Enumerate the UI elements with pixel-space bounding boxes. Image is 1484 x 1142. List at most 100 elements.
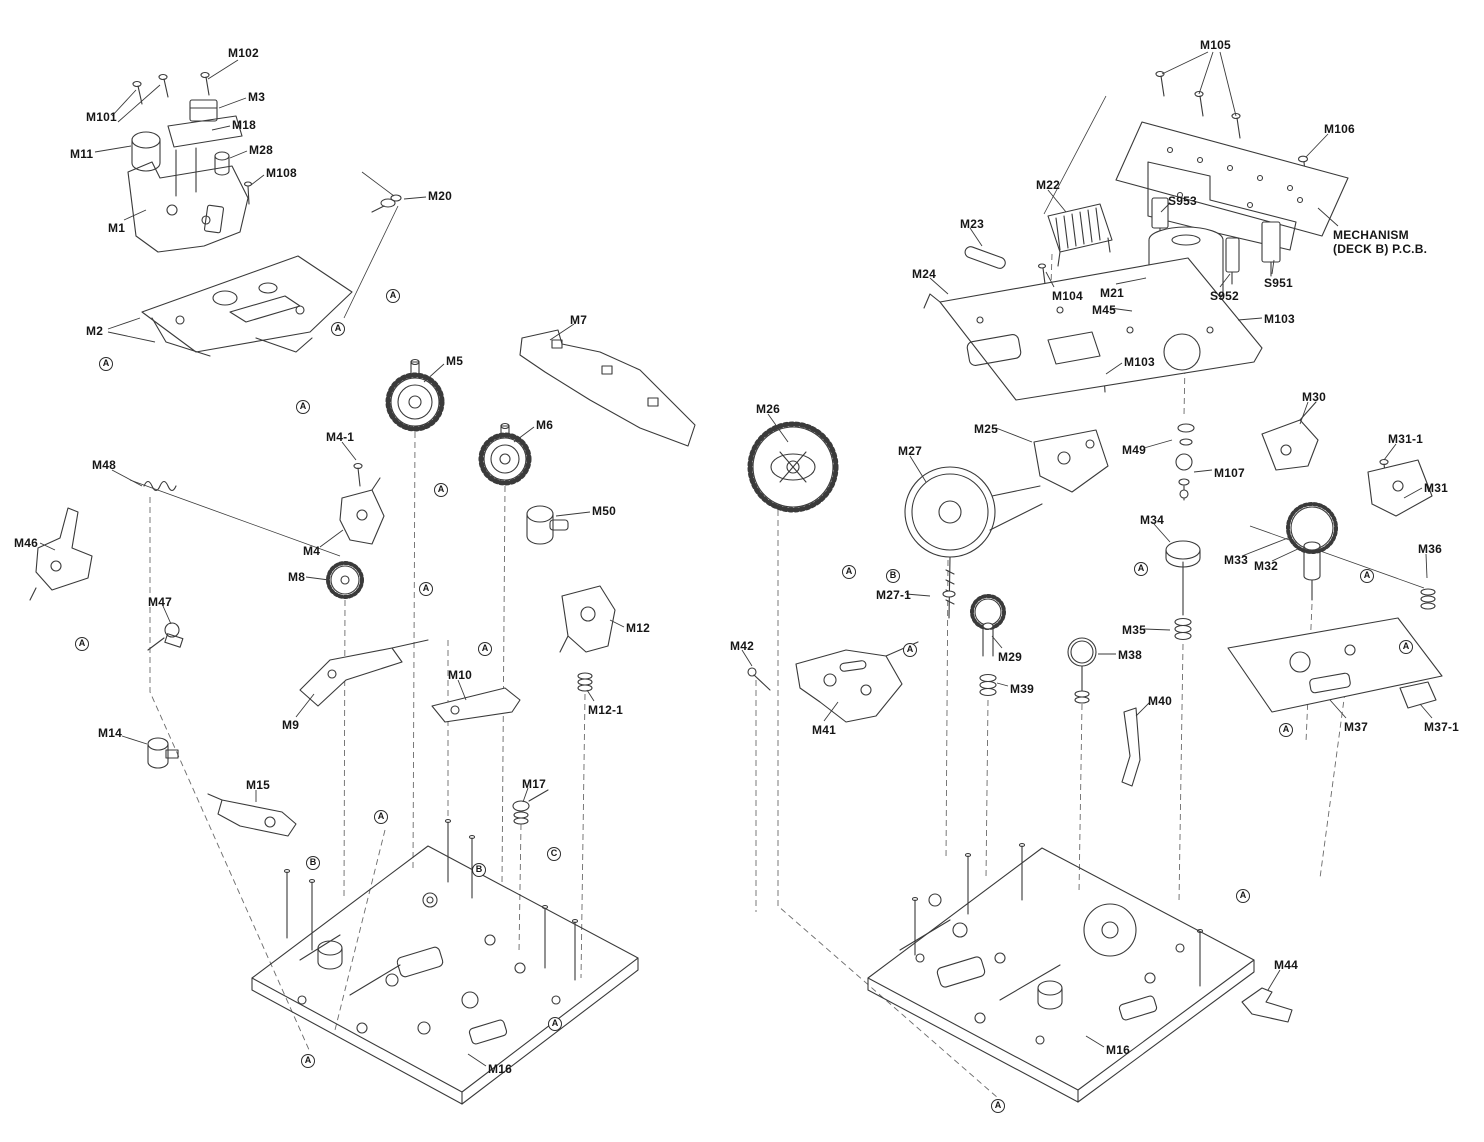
leader-line [549,323,575,341]
leader-line [1241,537,1289,557]
construction-lines [129,95,1425,589]
pcb-deck-b [1115,121,1349,237]
leader-line [1109,307,1133,312]
leader-line [1219,51,1237,117]
leader-line [319,529,344,548]
leader-line [1219,273,1231,288]
leader-line [741,649,753,667]
leader-line [909,455,927,483]
leader-line [1425,553,1428,579]
leader-line [1143,439,1173,449]
spring-m48 [143,480,177,492]
plate-m24 [923,257,1263,401]
leader-line [1267,969,1281,991]
leader-line [107,317,141,330]
leader-line [1198,51,1214,95]
projection-lines [149,253,1346,1099]
part-m47 [147,622,184,651]
bracket-m46 [29,507,93,601]
leader-line [823,701,839,722]
plate-m37 [1227,617,1443,713]
leader-line [1161,51,1209,75]
leader-line [305,576,330,581]
leader-line [94,145,132,153]
cylinder-m23 [964,246,1006,269]
leader-line [218,97,247,109]
bracket-m31 [1367,458,1433,517]
lever-m44 [1241,987,1293,1023]
bracket-m25 [1033,429,1109,493]
part-m14 [147,737,179,769]
leader-line [1135,701,1151,717]
leader-line [423,363,445,383]
chassis-right-m16 [867,842,1255,1103]
pulley-m27 [904,466,1043,619]
leader-line [1403,487,1423,499]
leader-line [111,469,143,487]
bracket-m41 [747,641,919,723]
leader-line [123,209,147,221]
gear-m26 [747,421,839,513]
leader-line [341,441,357,461]
part-m17 [512,789,549,825]
component-m22 [1047,203,1113,267]
bracket-m12 [559,585,616,692]
leader-line [211,125,231,131]
leader-line [996,682,1009,687]
leader-line [905,593,931,597]
leader-line [107,331,156,343]
leader-line [229,150,248,159]
leader-line [767,413,789,443]
leader-line [1045,271,1055,288]
leader-line [467,1053,487,1067]
gear-m8 [326,561,364,599]
leader-line [1153,523,1171,543]
leader-line [513,426,535,443]
lever-m40 [1121,707,1141,787]
gear-m5 [385,358,445,432]
leader-line [1160,202,1171,213]
leader-line [1115,277,1147,285]
leader-line [1193,469,1213,473]
leader-line [1105,362,1123,375]
part-m50 [526,505,569,545]
leader-line [1271,259,1275,275]
leader-line [250,174,265,186]
leader-line [162,605,172,625]
leader-line [1383,443,1397,461]
leader-line [1237,317,1263,321]
leader-line [207,59,239,80]
leader-line [111,89,137,117]
gear-m33-m32 [1286,502,1338,601]
leader-line [39,542,56,551]
leader-line [586,689,595,702]
leader-line [403,196,427,200]
leader-line [1305,133,1329,158]
bracket-m4 [339,462,385,545]
shaft-m29 [970,594,1006,697]
leader-line [1047,189,1067,213]
leader-line [1329,699,1347,719]
leader-line [295,693,315,718]
gear-m6 [478,422,532,486]
leader-line [457,679,467,701]
leader-line [1271,547,1301,562]
leader-line [1143,628,1171,631]
leader-line [555,511,591,517]
leader-line [1317,207,1339,227]
spring-m36 [1420,588,1436,610]
leader-line [969,227,983,247]
lever-m9 [299,639,429,707]
leader-line [991,635,1003,649]
bracket-m7 [519,329,696,447]
leader-line [121,735,148,745]
lever-m10 [431,687,521,723]
leader-line [1299,401,1309,425]
leader-line [609,619,625,628]
leader-line [117,84,161,123]
gear-m38 [1067,637,1097,704]
assembly-m30 [1261,401,1319,471]
